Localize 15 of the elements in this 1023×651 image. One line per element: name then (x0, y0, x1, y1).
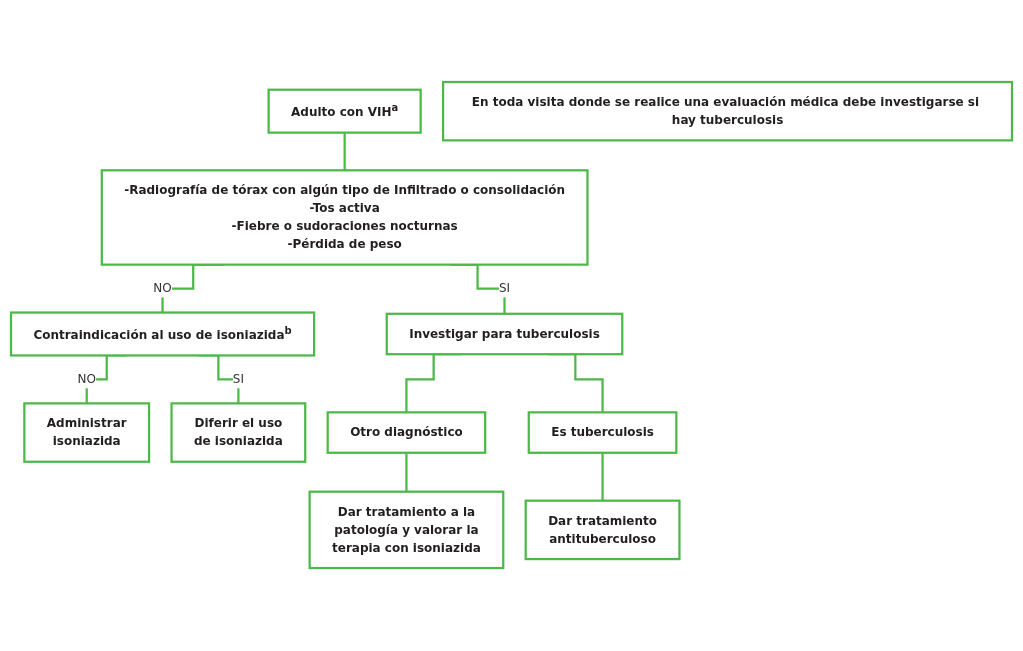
node-box: Adulto con VIH$^{a}$ (267, 89, 422, 135)
node-box: Es tuberculosis (527, 411, 678, 455)
node-box: Diferir el uso de isoniazida (170, 402, 307, 464)
node-box: En toda visita donde se realice una evaluación médica debe investigarse si hay tuberculosis (442, 81, 1014, 142)
node-box: Investigar para tuberculosis (385, 313, 624, 356)
edge-label: NO (77, 372, 96, 387)
edge-label: SI (498, 281, 511, 296)
node-box: Otro diagnóstico (326, 411, 487, 455)
node-box: -Radiografía de tórax con algún tipo de Infiltrado o consolidación -Tos activa -Fiebre o sudoraciones nocturnas -Pérdida de peso (100, 169, 589, 267)
node-box: Dar tratamiento antituberculoso (524, 500, 681, 561)
edge-label: NO (153, 281, 172, 296)
edge-label: SI (232, 372, 244, 387)
node-box: Administrar isoniazida (23, 402, 151, 464)
node-box: Dar tratamiento a la patología y valorar la terapia con isoniazida (308, 491, 505, 570)
node-box: Contraindicación al uso de isoniazida$^{b}$ (9, 311, 316, 358)
